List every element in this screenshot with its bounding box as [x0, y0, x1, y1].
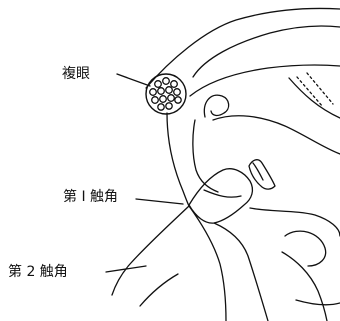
label-antenna-2: 第 2 触角	[8, 264, 68, 280]
carapace-front-line	[167, 113, 189, 206]
head-outline-lower	[193, 120, 218, 192]
second-antenna-lower	[189, 206, 226, 321]
leader-line-antenna-1	[136, 199, 183, 204]
head-outline-right	[190, 65, 340, 96]
label-compound-eye: 複眼	[62, 66, 90, 82]
dashed-mark-1	[297, 77, 323, 107]
label-antenna-1: 第 I 触角	[63, 189, 118, 205]
upper-shell-inner-line	[193, 26, 340, 77]
lower-right-lobe	[285, 231, 326, 266]
small-appendage-detail	[253, 163, 263, 180]
second-antenna-upper	[112, 206, 189, 295]
first-antenna-inner-line	[204, 190, 241, 197]
left-antenna-branch	[140, 274, 178, 306]
head-middle-curve	[213, 116, 340, 154]
leader-line-compound-eye	[117, 74, 150, 86]
head-front-lobe	[204, 95, 228, 117]
bottom-right-curve	[296, 300, 340, 305]
small-appendage	[249, 160, 275, 189]
compound-eye	[146, 74, 186, 114]
